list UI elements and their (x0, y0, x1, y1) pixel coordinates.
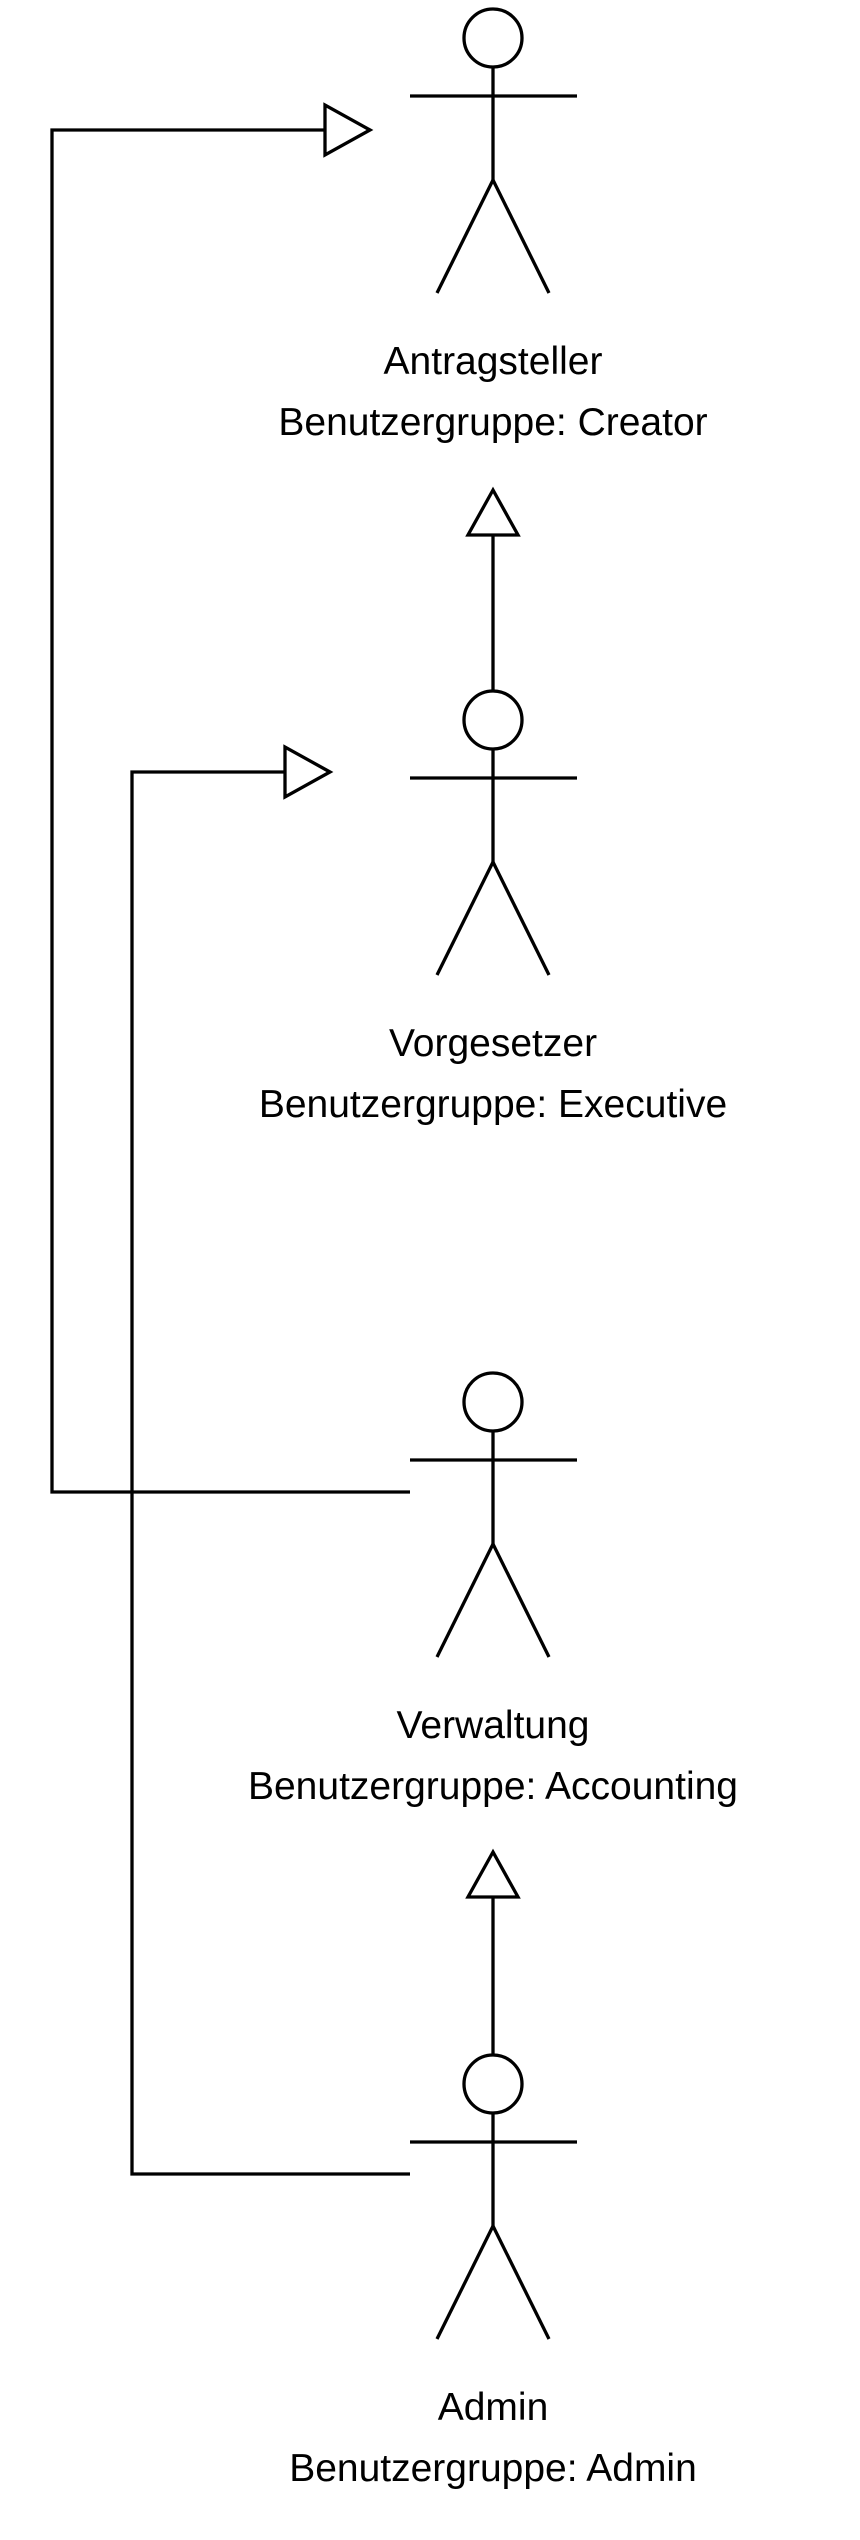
actor-user-group: Benutzergruppe: Executive (259, 1083, 727, 1126)
generalization-vorgesetzer-to-antragsteller[interactable] (465, 486, 521, 691)
connector-line (130, 770, 410, 2176)
actor-user-group: Benutzergruppe: Admin (289, 2447, 697, 2490)
generalization-admin-to-vorgesetzer[interactable] (130, 744, 410, 2176)
actor-name: Antragsteller (384, 340, 603, 383)
hollow-triangle-arrow-icon (323, 102, 374, 158)
actor-name: Verwaltung (397, 1704, 590, 1747)
actor-name: Vorgesetzer (389, 1022, 597, 1065)
actor-vorgesetzer[interactable]: Vorgesetzer Benutzergruppe: Executive (259, 689, 727, 1126)
hollow-triangle-arrow-icon (465, 486, 521, 537)
actor-verwaltung[interactable]: Verwaltung Benutzergruppe: Accounting (248, 1371, 738, 1808)
actor-antragsteller[interactable]: Antragsteller Benutzergruppe: Creator (278, 7, 708, 444)
hollow-triangle-arrow-icon (283, 744, 334, 800)
generalization-verwaltung-to-antragsteller[interactable] (50, 102, 410, 1494)
stick-figure-icon (410, 1371, 577, 1658)
generalization-admin-to-verwaltung[interactable] (465, 1848, 521, 2055)
hollow-triangle-arrow-icon (465, 1848, 521, 1899)
connector-line (50, 128, 410, 1494)
stick-figure-icon (410, 2053, 577, 2340)
actor-admin[interactable]: Admin Benutzergruppe: Admin (289, 2053, 697, 2490)
actor-name: Admin (438, 2386, 549, 2429)
stick-figure-icon (410, 689, 577, 976)
stick-figure-icon (410, 7, 577, 294)
actor-user-group: Benutzergruppe: Creator (278, 401, 707, 444)
actor-user-group: Benutzergruppe: Accounting (248, 1765, 738, 1808)
